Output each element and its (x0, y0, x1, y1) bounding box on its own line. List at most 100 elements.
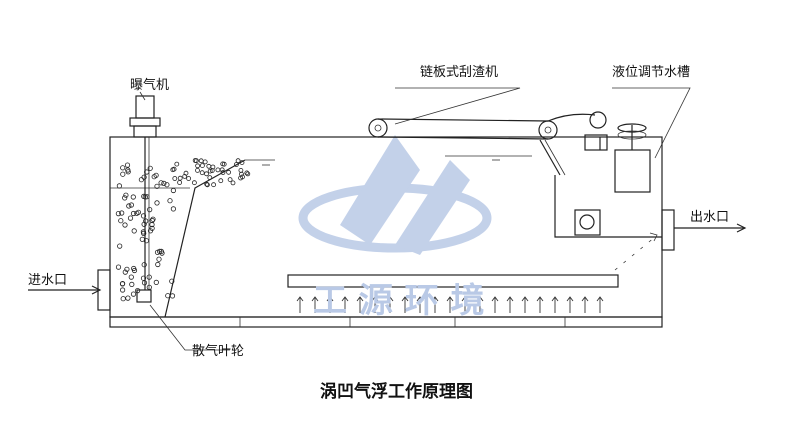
bubble (141, 262, 147, 268)
leader-lines (139, 87, 691, 351)
up-arrow (521, 296, 529, 313)
bubble (122, 222, 128, 228)
diagram-caption: 涡凹气浮工作原理图 (320, 381, 473, 402)
up-arrow (356, 296, 364, 313)
bubble (220, 170, 226, 175)
inlet-pipe (28, 269, 111, 311)
bubble (227, 177, 233, 183)
bubble (150, 216, 156, 222)
bubble (129, 281, 135, 287)
up-arrow (401, 296, 409, 313)
water-level-marks (445, 155, 532, 161)
aeration-zone (110, 159, 275, 318)
diffuser-pipe (287, 274, 619, 288)
bubble (157, 248, 163, 254)
bubble (230, 180, 236, 186)
bubble (123, 192, 129, 198)
bubble (204, 171, 209, 177)
bubble (210, 164, 216, 170)
bubble (118, 218, 124, 224)
bubble (115, 211, 122, 217)
bubble (154, 200, 160, 206)
bubble (182, 173, 188, 179)
up-arrow (341, 296, 349, 313)
bubble (120, 171, 126, 177)
up-arrow (566, 296, 574, 313)
bubble (170, 167, 176, 173)
overflow-chamber (554, 134, 662, 238)
bubble (204, 182, 210, 188)
bubble (218, 178, 224, 184)
bubble (139, 236, 145, 242)
bubble (226, 169, 232, 175)
bubble (167, 198, 173, 204)
bubble (233, 162, 239, 167)
bubble (219, 167, 225, 173)
bubble (177, 175, 183, 181)
bubble (202, 159, 208, 165)
up-arrow (596, 296, 604, 313)
inlet-label: 进水口 (28, 273, 67, 288)
bubble (172, 176, 178, 181)
level-adjust-tank-icon (614, 123, 651, 193)
bubble (154, 183, 160, 189)
bubble (239, 171, 244, 177)
bubble (122, 269, 128, 275)
outlet-pipe (614, 209, 747, 271)
aerator-motor-icon (129, 95, 161, 303)
bubble (153, 279, 159, 285)
bubble (206, 163, 212, 169)
bubble (238, 167, 244, 173)
bubble (149, 225, 155, 231)
up-arrow (461, 296, 469, 313)
bubble (124, 162, 131, 168)
chain-scraper-icon (368, 111, 607, 176)
air-bubbles (115, 158, 251, 302)
bubble (135, 287, 141, 294)
bubble (140, 213, 147, 219)
watermark-text: 工 源 环 境 (313, 281, 485, 321)
outlet-label: 出水口 (690, 210, 729, 225)
up-arrow (416, 296, 424, 313)
chain-scraper-label: 链板式刮渣机 (420, 65, 498, 80)
bubble (235, 158, 241, 164)
up-arrow (326, 296, 334, 313)
bubble (125, 167, 131, 173)
up-arrow (506, 296, 514, 313)
bubble (131, 228, 137, 234)
bubble (119, 281, 126, 287)
up-arrow (536, 296, 544, 313)
up-arrow (296, 296, 304, 313)
bubble (161, 180, 167, 186)
bubble (198, 158, 204, 164)
bubble (211, 182, 217, 188)
bubble (134, 210, 140, 216)
up-arrow (581, 296, 589, 313)
bubble (207, 175, 213, 181)
bubble (158, 248, 164, 254)
bubble (130, 210, 137, 217)
bubble (151, 174, 157, 180)
bubble (239, 160, 245, 166)
bubble (158, 180, 164, 186)
bubble (119, 210, 125, 216)
level-tank-label: 液位调节水槽 (612, 65, 690, 80)
bubble (244, 170, 250, 176)
bubble (165, 293, 171, 299)
bubble (207, 168, 213, 174)
bubble (186, 176, 192, 181)
bubble (155, 261, 161, 268)
bubble (221, 161, 227, 167)
bubble (215, 167, 221, 173)
bubble (127, 215, 134, 221)
bubble (169, 293, 176, 299)
bubble (128, 274, 134, 280)
bubble (193, 158, 199, 164)
bubble (170, 187, 176, 194)
bubble (130, 194, 136, 200)
up-arrow (491, 296, 499, 313)
bubble (120, 287, 126, 293)
bubble (169, 278, 175, 284)
bubble (174, 161, 180, 167)
